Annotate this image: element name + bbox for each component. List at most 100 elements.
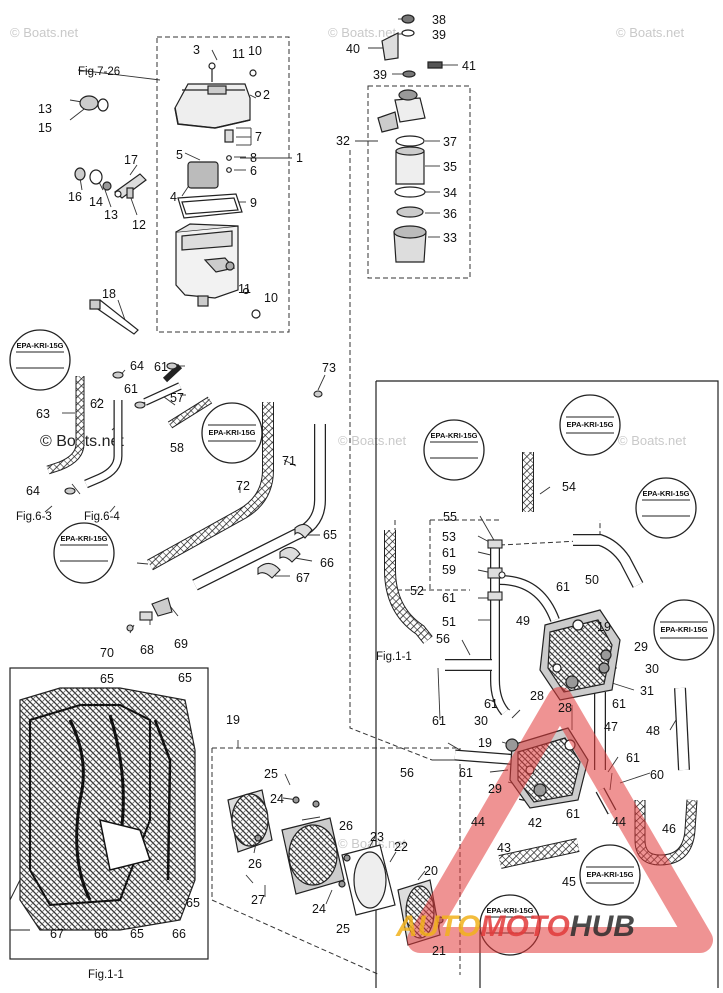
epa-tag: EPA-KRI-15G <box>201 402 263 464</box>
callout-25: 25 <box>336 922 350 936</box>
callout-17: 17 <box>124 153 138 167</box>
callout-60: 60 <box>650 768 664 782</box>
callout-11: 11 <box>232 47 245 61</box>
callout-12: 12 <box>132 218 146 232</box>
fuel-pump-exploded <box>227 789 444 946</box>
callout-73: 73 <box>322 361 336 375</box>
callout-23: 23 <box>370 830 384 844</box>
callout-29: 29 <box>488 782 502 796</box>
callout-67: 67 <box>296 571 310 585</box>
callout-64: 64 <box>26 484 40 498</box>
callout-14: 14 <box>89 195 103 209</box>
fig-ref-6-3: Fig.6-3 <box>16 511 52 523</box>
epa-tag-text: EPA-KRI-15G <box>661 625 708 634</box>
callout-13: 13 <box>38 102 52 116</box>
hose-clamps <box>64 362 506 632</box>
callout-19: 19 <box>597 620 611 634</box>
epa-tag-text: EPA-KRI-15G <box>643 489 690 498</box>
frames <box>9 380 719 988</box>
epa-tag-text: EPA-KRI-15G <box>587 870 634 879</box>
callout-20: 20 <box>424 864 438 878</box>
callout-21: 21 <box>432 944 446 958</box>
engine-inset-frame <box>9 667 209 960</box>
callout-61: 61 <box>459 766 473 780</box>
brand-watermark <box>407 687 713 953</box>
cable-tie <box>89 299 139 335</box>
callout-27: 27 <box>251 893 265 907</box>
callout-67: 67 <box>50 927 64 941</box>
callout-58: 58 <box>170 441 184 455</box>
callout-46: 46 <box>662 822 676 836</box>
callout-61: 61 <box>612 697 626 711</box>
callout-2: 2 <box>263 88 270 102</box>
callout-54: 54 <box>562 480 576 494</box>
fig-ref-6-4: Fig.6-4 <box>84 511 120 523</box>
callout-10: 10 <box>264 291 278 305</box>
callout-68: 68 <box>140 643 154 657</box>
callout-65: 65 <box>186 896 200 910</box>
callout-43: 43 <box>497 841 511 855</box>
callout-61: 61 <box>556 580 570 594</box>
callout-22: 22 <box>394 840 408 854</box>
callout-1: 1 <box>296 151 303 165</box>
callout-6: 6 <box>250 164 257 178</box>
epa-tag: EPA-KRI-15G <box>653 599 715 661</box>
callout-69: 69 <box>174 637 188 651</box>
callout-numbers: 1 2 3 4 5 6 7 8 9 10 10 11 11 12 13 13 1… <box>26 13 676 958</box>
callout-8: 8 <box>250 151 257 165</box>
callout-61: 61 <box>432 714 446 728</box>
callout-34: 34 <box>443 186 457 200</box>
callout-33: 33 <box>443 231 457 245</box>
epa-tag: EPA-KRI-15G <box>559 394 621 456</box>
epa-tag: EPA-KRI-15G <box>635 477 697 539</box>
callout-48: 48 <box>646 724 660 738</box>
callout-41: 41 <box>462 59 476 73</box>
callout-61: 61 <box>566 807 580 821</box>
callout-28: 28 <box>530 689 544 703</box>
callout-42: 42 <box>528 816 542 830</box>
callout-62: 62 <box>90 397 104 411</box>
callout-28: 28 <box>558 701 572 715</box>
callout-56: 56 <box>400 766 414 780</box>
epa-tag: EPA-KRI-15G <box>423 419 485 481</box>
callout-29: 29 <box>634 640 648 654</box>
hose-group-frame <box>376 380 719 988</box>
callout-71: 71 <box>282 454 296 468</box>
callout-10: 10 <box>248 44 262 58</box>
callout-47: 47 <box>604 720 618 734</box>
callout-64: 64 <box>130 359 144 373</box>
callout-16: 16 <box>68 190 82 204</box>
callout-61: 61 <box>626 751 640 765</box>
vapor-separator-tank <box>174 62 262 319</box>
callout-31: 31 <box>640 684 654 698</box>
watermark-text: © Boats.net <box>616 25 685 40</box>
callout-66: 66 <box>94 927 108 941</box>
fig-ref-1-1-top: Fig.1-1 <box>376 651 412 663</box>
callout-61: 61 <box>484 697 498 711</box>
callout-65: 65 <box>100 672 114 686</box>
callout-19: 19 <box>226 713 240 727</box>
epa-tag-text: EPA-KRI-15G <box>431 431 478 440</box>
epa-tag-text: EPA-KRI-15G <box>17 341 64 350</box>
engine-inset-illustration <box>9 687 196 931</box>
watermark-text: © Boats.net <box>10 25 79 40</box>
epa-tag: EPA-KRI-15G <box>9 329 71 391</box>
figure-references: Fig.7-26 Fig.6-3 Fig.6-4 Fig.1-1 Fig.1-1 <box>16 66 412 981</box>
callout-26: 26 <box>339 819 353 833</box>
fuel-tank-group-box <box>156 36 290 333</box>
callout-32: 32 <box>336 134 350 148</box>
epa-tag-text: EPA-KRI-15G <box>61 534 108 543</box>
watermark-text: © Boats.net <box>338 836 407 851</box>
callout-39: 39 <box>373 68 387 82</box>
callout-15: 15 <box>38 121 52 135</box>
mount-hardware <box>74 95 147 199</box>
callout-55: 55 <box>443 510 457 524</box>
callout-30: 30 <box>474 714 488 728</box>
callout-44: 44 <box>612 815 626 829</box>
callout-56: 56 <box>436 632 450 646</box>
fuel-filter-group-box <box>367 85 471 279</box>
callout-3: 3 <box>193 43 200 57</box>
callout-66: 66 <box>320 556 334 570</box>
callout-66: 66 <box>172 927 186 941</box>
